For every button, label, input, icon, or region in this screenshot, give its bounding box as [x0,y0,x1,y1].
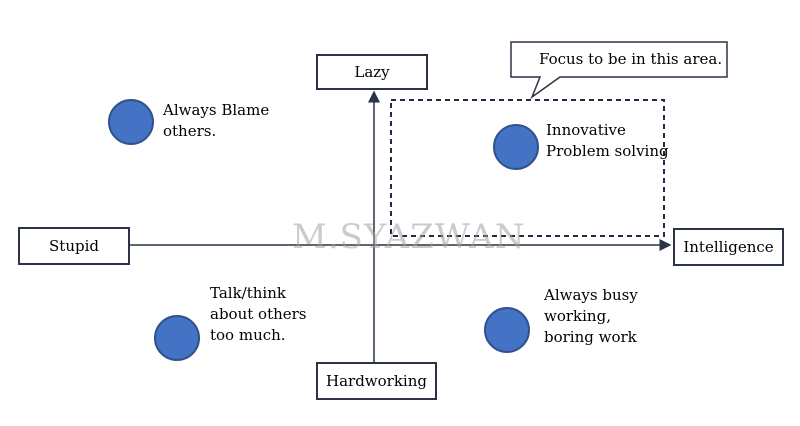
callout-bubble [510,41,728,100]
callout-text: Focus to be in this area. [539,50,723,68]
label-bottom-left: Talk/think about others too much. [210,283,307,346]
label-bottom-right-line: boring work [544,328,637,346]
label-bottom-left-line: Talk/think [210,284,286,302]
label-top-right-line: Innovative [546,121,626,139]
label-top-left-line: others. [163,122,217,140]
label-top-right: Innovative Problem solving [546,120,669,162]
node-top-left [108,99,154,145]
axis-label-right: Intelligence [673,228,784,266]
label-bottom-right-line: Always busy [544,286,638,304]
label-top-left: Always Blame others. [163,100,269,142]
node-bottom-left [154,315,200,361]
node-top-right [493,124,539,170]
axis-label-left: Stupid [18,227,130,265]
focus-area [390,99,665,237]
node-bottom-right [484,307,530,353]
label-bottom-left-line: about others [210,305,307,323]
axis-label-bottom: Hardworking [316,362,437,400]
label-bottom-right: Always busy working, boring work [544,285,638,348]
label-top-right-line: Problem solving [546,142,669,160]
axis-label-top: Lazy [316,54,428,90]
label-top-left-line: Always Blame [163,101,270,119]
label-bottom-left-line: too much. [210,326,286,344]
label-bottom-right-line: working, [544,307,611,325]
watermark: M.SYAZWAN [292,217,526,257]
